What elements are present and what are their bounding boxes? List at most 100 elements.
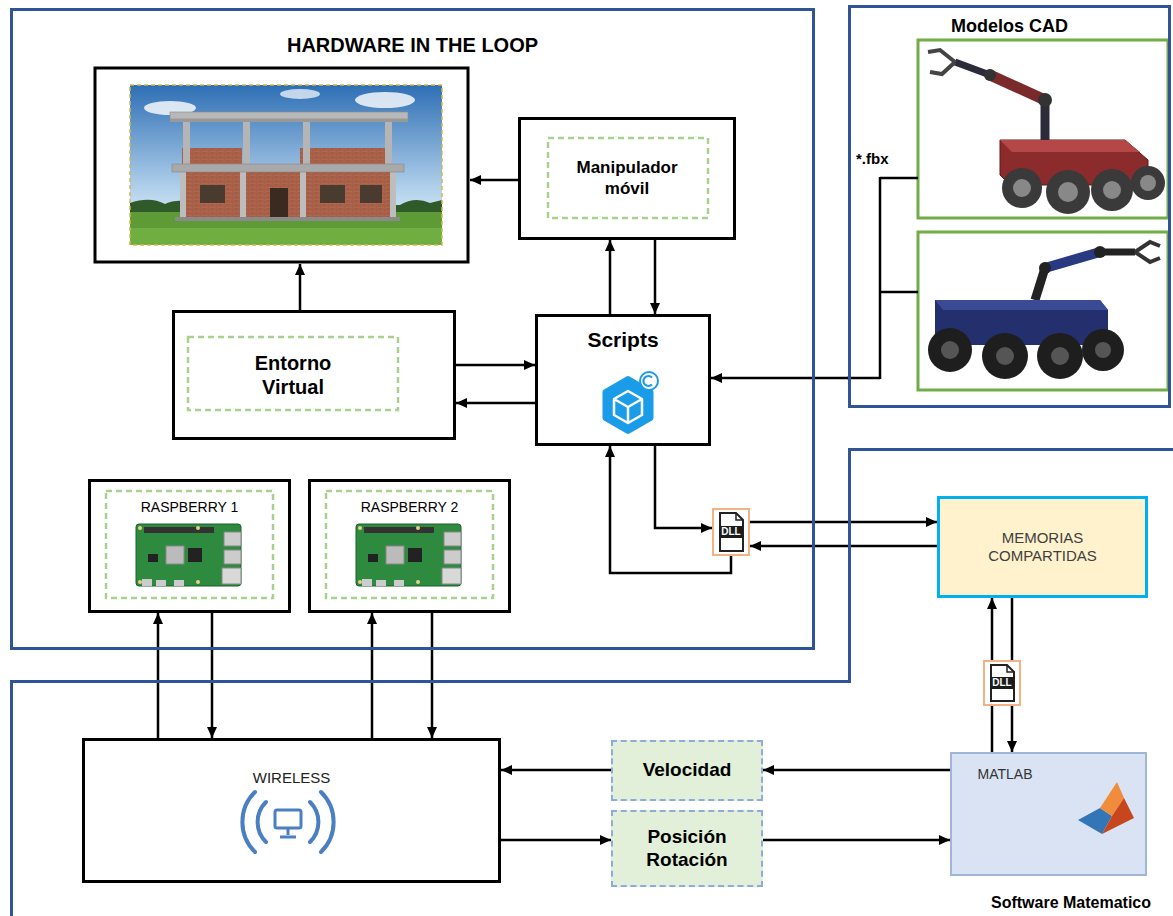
dll-document xyxy=(736,513,743,520)
node-label: Scripts xyxy=(587,327,658,352)
raspberry-board xyxy=(136,524,241,586)
raspberry-board xyxy=(106,491,273,598)
node-label: Modelos CAD xyxy=(951,16,1068,38)
raspberry-board xyxy=(386,546,404,564)
edge-label: *.fbx xyxy=(854,150,891,168)
red-robot-model xyxy=(1091,169,1133,211)
node-label: MEMORIAS COMPARTIDAS xyxy=(968,529,1118,565)
raspberry-board xyxy=(442,568,461,584)
script-box: Scripts xyxy=(535,314,711,446)
building-picture xyxy=(390,172,396,217)
connector-arrow xyxy=(991,706,994,752)
virtual-scene-frame xyxy=(130,85,442,245)
red-robot-model xyxy=(928,50,955,74)
raspberry-board xyxy=(138,580,142,584)
raspberry-board xyxy=(416,580,420,584)
building-picture xyxy=(360,185,382,203)
scene-arrows xyxy=(299,264,302,310)
node-label: Velocidad xyxy=(643,759,732,782)
connector-arrow xyxy=(750,521,937,524)
building-picture xyxy=(130,85,442,245)
raspberry-board xyxy=(358,526,362,530)
node-label: MATLAB xyxy=(978,766,1033,783)
node-label: HARDWARE IN THE LOOP xyxy=(287,33,538,57)
connector-arrow xyxy=(431,613,434,738)
fbx-feed-lines xyxy=(880,177,918,180)
region-panel: MEMORIAS COMPARTIDAS DLL WIRELESS Velocid… xyxy=(10,448,1173,916)
blue-robot-model xyxy=(996,347,1014,365)
raspberry-board xyxy=(222,568,241,584)
raspberry-board xyxy=(196,580,200,584)
wireless-icon xyxy=(242,792,333,852)
red-robot-model xyxy=(984,69,996,81)
red-robot-model xyxy=(928,50,1165,214)
signal-box: Posición Rotación xyxy=(611,810,763,887)
board-box: RASPBERRY 1 xyxy=(88,479,291,613)
building-picture xyxy=(240,172,246,217)
connector-arrow xyxy=(655,446,712,528)
blue-robot-model xyxy=(941,341,959,359)
wireless-box: WIRELESS xyxy=(82,738,501,883)
building-picture xyxy=(303,118,310,164)
raspberry-board xyxy=(444,550,461,564)
raspberry-board xyxy=(358,580,362,584)
red-robot-model xyxy=(1140,175,1156,191)
connector-arrow xyxy=(211,613,214,738)
node-label: WIRELESS xyxy=(253,769,331,787)
connector-arrow xyxy=(371,613,374,738)
inner-dashed-frame xyxy=(548,138,708,218)
red-robot-model xyxy=(1038,93,1052,107)
blue-robot-model xyxy=(1045,252,1100,268)
raspberry-board xyxy=(364,527,434,533)
connector-arrow xyxy=(750,545,937,548)
connector-arrow xyxy=(654,240,657,314)
raspberry-board xyxy=(224,532,241,546)
blue-robot-model xyxy=(1135,242,1160,262)
board-box: RASPBERRY 2 xyxy=(308,479,511,613)
connector-arrow xyxy=(456,364,535,367)
fbx-feed-lines xyxy=(847,177,918,379)
red-robot-model xyxy=(1103,181,1121,199)
raspberry-board xyxy=(416,526,420,530)
raspberry-board xyxy=(376,580,386,586)
node-label: DLL xyxy=(990,677,1013,689)
dll-document xyxy=(991,665,1014,701)
fbx-feed-lines xyxy=(879,177,882,379)
process-box: Manipulador móvil xyxy=(518,117,736,240)
building-picture xyxy=(180,172,186,217)
matlab-logo xyxy=(1102,798,1134,834)
wireless-icon xyxy=(280,828,296,837)
unity-script-icon xyxy=(640,372,658,390)
blue-robot-model xyxy=(1039,262,1051,274)
red-robot-model xyxy=(1131,166,1165,200)
raspberry-board xyxy=(444,532,461,546)
inner-dashed-frame xyxy=(188,337,398,410)
blue-robot-model xyxy=(935,300,1108,310)
virtual-scene-frame xyxy=(95,68,468,262)
building-picture xyxy=(183,118,190,164)
dll-icon: DLL xyxy=(983,660,1021,706)
raspberry-board xyxy=(174,580,184,586)
wireless-icon xyxy=(85,741,498,880)
dll-document xyxy=(720,513,743,551)
building-picture xyxy=(170,112,408,119)
virtual-scene-frame xyxy=(95,68,468,262)
fbx-feed-lines xyxy=(847,377,880,380)
building-picture xyxy=(300,148,388,164)
connector-arrow xyxy=(763,839,950,842)
building-picture xyxy=(200,185,225,203)
wireless-icon xyxy=(275,810,301,828)
dll-document xyxy=(1007,665,1014,672)
cad-model-frames xyxy=(918,40,1168,390)
blue-robot-model xyxy=(1051,347,1069,365)
raspberry-board xyxy=(196,526,200,530)
building-picture xyxy=(180,172,395,217)
red-robot-model xyxy=(1002,168,1042,208)
unity-script-icon xyxy=(614,391,642,423)
software-box: MATLAB xyxy=(950,752,1147,876)
connector-arrow xyxy=(157,613,160,738)
raspberry-board xyxy=(166,546,184,564)
raspberry-board xyxy=(138,526,142,530)
memory-box: MEMORIAS COMPARTIDAS xyxy=(937,496,1148,598)
cad-model-frames xyxy=(918,232,1168,390)
